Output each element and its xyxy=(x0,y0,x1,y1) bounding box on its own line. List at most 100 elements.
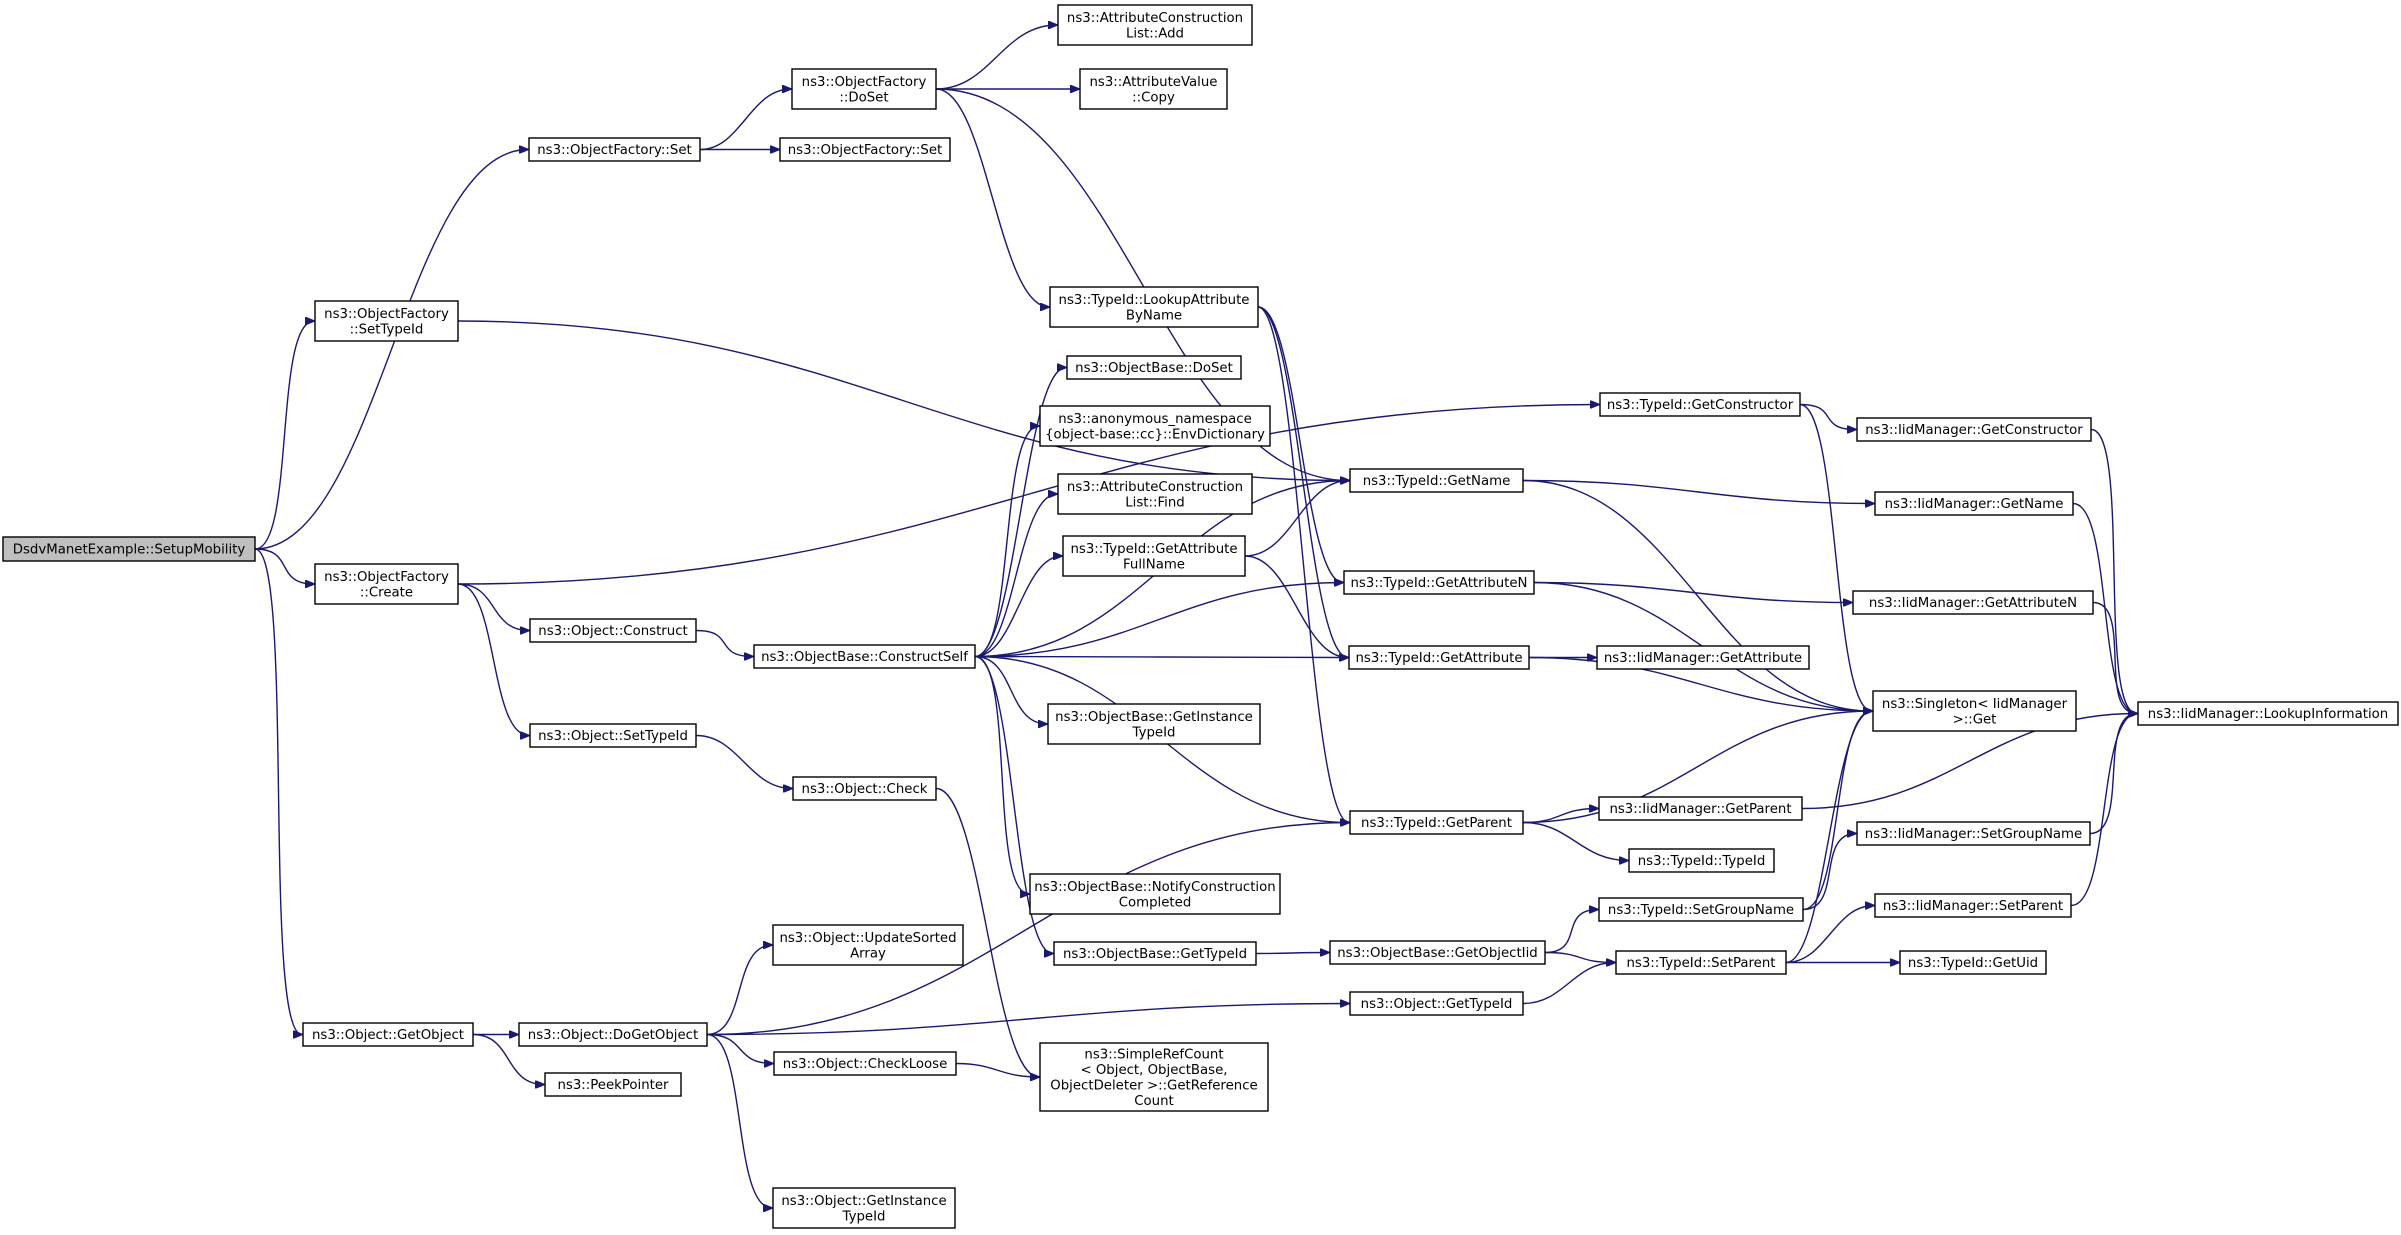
node-label: List::Find xyxy=(1125,495,1184,510)
node-box xyxy=(1348,645,1530,670)
node-box xyxy=(1598,897,1804,922)
node-tid_setparent[interactable]: ns3::TypeId::SetParent xyxy=(1615,950,1787,975)
node-obj_settypeid[interactable]: ns3::Object::SetTypeId xyxy=(529,723,697,748)
node-of_set[interactable]: ns3::ObjectFactory::Set xyxy=(528,137,701,162)
node-label: ns3::AttributeConstruction xyxy=(1067,480,1243,495)
node-label: ns3::Object::Check xyxy=(802,782,928,797)
node-ob_gettypeid[interactable]: ns3::ObjectBase::GetTypeId xyxy=(1053,941,1257,966)
node-label: >::Get xyxy=(1953,712,1997,727)
node-tid_getuid[interactable]: ns3::TypeId::GetUid xyxy=(1899,950,2047,975)
node-label: ns3::ObjectBase::GetObjectIid xyxy=(1337,946,1537,961)
node-iid_getattribute[interactable]: ns3::IidManager::GetAttribute xyxy=(1596,645,1810,670)
node-envdict[interactable]: ns3::anonymous_namespace{object-base::cc… xyxy=(1039,405,1271,447)
node-label: ns3::TypeId::GetParent xyxy=(1361,816,1512,831)
node-box xyxy=(1039,405,1271,447)
node-label: ns3::TypeId::TypeId xyxy=(1638,854,1766,869)
node-obj_check[interactable]: ns3::Object::Check xyxy=(792,776,937,801)
node-box xyxy=(1899,950,2047,975)
node-obj_gettypeid[interactable]: ns3::Object::GetTypeId xyxy=(1349,991,1524,1016)
node-iid_setparent[interactable]: ns3::IidManager::SetParent xyxy=(1874,893,2072,918)
node-of_doset[interactable]: ns3::ObjectFactory::DoSet xyxy=(791,68,937,110)
node-ob_doset[interactable]: ns3::ObjectBase::DoSet xyxy=(1066,355,1242,380)
node-box xyxy=(772,1187,956,1229)
node-iid_getconstructor[interactable]: ns3::IidManager::GetConstructor xyxy=(1856,417,2092,442)
node-setupmobility[interactable]: DsdvManetExample::SetupMobility xyxy=(2,536,256,562)
edge-tid_getname-to-iid_getname xyxy=(1522,479,1874,504)
node-box xyxy=(1057,473,1253,515)
node-box xyxy=(1856,821,2091,846)
node-av_copy[interactable]: ns3::AttributeValue::Copy xyxy=(1079,68,1228,110)
node-label: ns3::IidManager::SetParent xyxy=(1883,899,2063,914)
node-label: ns3::TypeId::SetParent xyxy=(1626,956,1775,971)
node-label: ns3::ObjectFactory xyxy=(324,570,449,585)
node-label: ns3::TypeId::GetAttribute xyxy=(1070,542,1237,557)
node-label: Completed xyxy=(1119,895,1192,910)
node-label: ns3::ObjectBase::GetInstance xyxy=(1055,710,1253,725)
node-label: ns3::AttributeValue xyxy=(1089,75,1217,90)
node-of_settypeid[interactable]: ns3::ObjectFactory::SetTypeId xyxy=(314,300,459,342)
node-tid_getparent[interactable]: ns3::TypeId::GetParent xyxy=(1349,810,1524,835)
node-tid_setgroupname[interactable]: ns3::TypeId::SetGroupName xyxy=(1598,897,1804,922)
node-ob_constructself[interactable]: ns3::ObjectBase::ConstructSelf xyxy=(753,644,976,669)
node-box xyxy=(1057,4,1253,46)
node-label: ns3::Object::SetTypeId xyxy=(538,729,688,744)
node-box xyxy=(314,300,459,342)
node-tid_getattribute[interactable]: ns3::TypeId::GetAttribute xyxy=(1348,645,1530,670)
node-of_set2[interactable]: ns3::ObjectFactory::Set xyxy=(779,137,951,162)
node-iid_getattributen[interactable]: ns3::IidManager::GetAttributeN xyxy=(1852,590,2094,615)
node-label: TypeId xyxy=(1132,725,1176,740)
edge-obj_dogetobject-to-obj_gettypeid xyxy=(706,1004,1349,1036)
node-label: ns3::TypeId::LookupAttribute xyxy=(1059,293,1250,308)
node-label: ns3::SimpleRefCount xyxy=(1084,1047,1223,1062)
node-iid_getparent[interactable]: ns3::IidManager::GetParent xyxy=(1598,796,1803,821)
node-label: TypeId xyxy=(842,1209,886,1224)
edge-tid_getparent-to-singleton_get xyxy=(1522,711,1872,824)
edge-obj_dogetobject-to-obj_checkloose xyxy=(706,1033,773,1064)
node-label: ns3::TypeId::GetUid xyxy=(1908,956,2038,971)
node-label: ns3::IidManager::GetConstructor xyxy=(1865,423,2083,438)
node-obj_dogetobject[interactable]: ns3::Object::DoGetObject xyxy=(518,1022,708,1047)
edge-tid_setgroupname-to-iid_setgroupname xyxy=(1802,834,1856,911)
node-iid_setgroupname[interactable]: ns3::IidManager::SetGroupName xyxy=(1856,821,2091,846)
node-box xyxy=(1329,940,1546,965)
node-label: ::Create xyxy=(360,585,413,600)
node-box xyxy=(1628,848,1775,873)
node-tid_getattributen[interactable]: ns3::TypeId::GetAttributeN xyxy=(1343,570,1535,595)
node-ob_getobjectiid[interactable]: ns3::ObjectBase::GetObjectIid xyxy=(1329,940,1546,965)
node-box xyxy=(2,536,256,562)
edge-of_create-to-obj_construct xyxy=(457,583,529,631)
node-peekpointer[interactable]: ns3::PeekPointer xyxy=(544,1072,682,1097)
node-label: Count xyxy=(1134,1094,1174,1109)
node-label: ns3::IidManager::GetParent xyxy=(1609,802,1791,817)
node-label: ns3::Object::CheckLoose xyxy=(783,1057,948,1072)
node-box xyxy=(1079,68,1228,110)
node-obj_getobject[interactable]: ns3::Object::GetObject xyxy=(302,1022,474,1047)
node-box xyxy=(753,644,976,669)
node-box xyxy=(1874,893,2072,918)
node-singleton_get[interactable]: ns3::Singleton< IidManager >::Get xyxy=(1872,690,2077,732)
node-ob_notify[interactable]: ns3::ObjectBase::NotifyConstructionCompl… xyxy=(1029,873,1281,915)
node-label: ::DoSet xyxy=(839,90,888,105)
nodes-layer: DsdvManetExample::SetupMobilityns3::Obje… xyxy=(2,4,2399,1229)
node-iid_lookupinfo[interactable]: ns3::IidManager::LookupInformation xyxy=(2137,701,2399,726)
edge-iid_getattributen-to-iid_lookupinfo xyxy=(2092,601,2137,714)
edge-obj_check-to-simplerefcount xyxy=(935,787,1039,1078)
node-obj_checkloose[interactable]: ns3::Object::CheckLoose xyxy=(773,1051,957,1076)
edge-ob_constructself-to-envdict xyxy=(974,426,1039,658)
node-tid_typeid[interactable]: ns3::TypeId::TypeId xyxy=(1628,848,1775,873)
edge-tid_setparent-to-singleton_get xyxy=(1785,711,1872,964)
node-of_create[interactable]: ns3::ObjectFactory::Create xyxy=(314,563,459,605)
node-iid_getname[interactable]: ns3::IidManager::GetName xyxy=(1874,491,2074,516)
node-obj_construct[interactable]: ns3::Object::Construct xyxy=(529,618,697,643)
node-tid_getconstructor[interactable]: ns3::TypeId::GetConstructor xyxy=(1599,392,1801,417)
node-simplerefcount[interactable]: ns3::SimpleRefCount< Object, ObjectBase,… xyxy=(1039,1042,1269,1112)
node-tid_getname[interactable]: ns3::TypeId::GetName xyxy=(1349,468,1524,493)
node-label: List::Add xyxy=(1126,26,1184,41)
